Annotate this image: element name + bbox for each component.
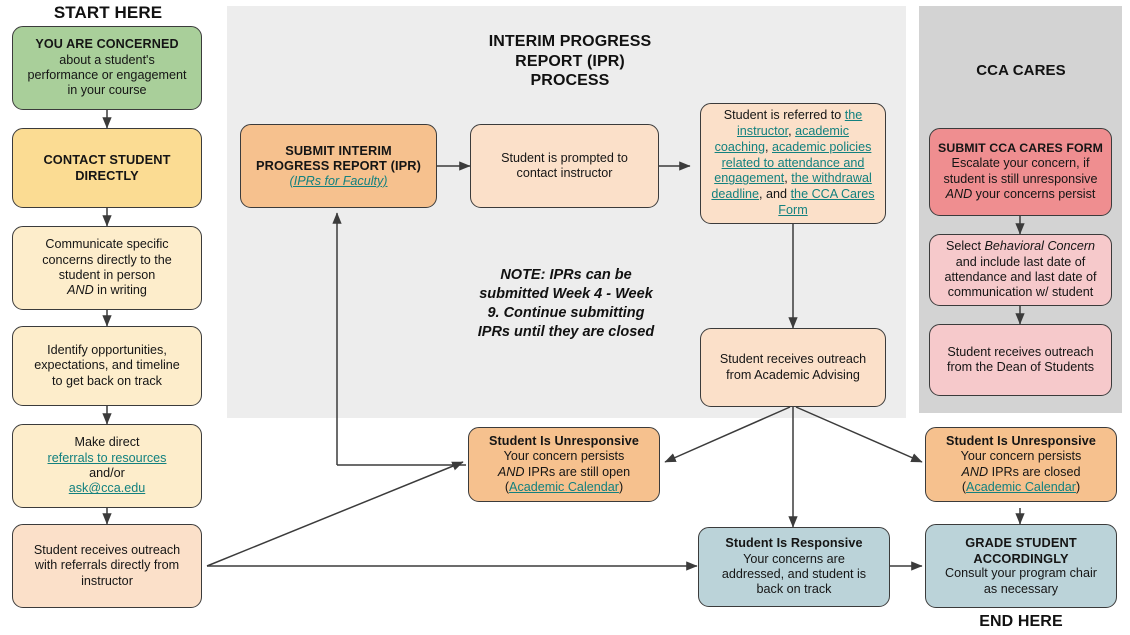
end-here-label: END HERE (979, 613, 1063, 630)
node-line: Communicate specific (45, 237, 169, 252)
ipr-title-line-1: INTERIM PROGRESS (488, 33, 652, 50)
node-head: Student Is Unresponsive (489, 433, 639, 448)
node-submit-cca-cares-form[interactable]: SUBMIT CCA CARES FORM Escalate your conc… (929, 128, 1112, 216)
node-outreach-academic-advising[interactable]: Student receives outreach from Academic … (700, 328, 886, 407)
node-outreach-dean-of-students[interactable]: Student receives outreach from the Dean … (929, 324, 1112, 396)
node-line: communication w/ student (947, 285, 1094, 300)
ipr-title-line-3: PROCESS (530, 72, 610, 90)
link-referrals-to-resources[interactable]: referrals to resources (47, 450, 167, 465)
node-line: with referrals directly from (34, 558, 180, 573)
node-identify-opportunities[interactable]: Identify opportunities, expectations, an… (12, 326, 202, 406)
sep: , (765, 139, 772, 154)
node-line: (Academic Calendar) (961, 479, 1081, 494)
node-student-unresponsive-iprs-closed[interactable]: Student Is Unresponsive Your concern per… (925, 427, 1117, 502)
node-line: Your concern persists (960, 449, 1082, 464)
node-line: Student is prompted to (501, 150, 628, 165)
node-head: CONTACT STUDENT (43, 152, 171, 168)
node-line: student in person (58, 268, 156, 282)
node-line: Your concerns are (743, 551, 845, 566)
node-line: (Academic Calendar) (504, 479, 624, 494)
node-head: DIRECTLY (75, 168, 139, 183)
node-outreach-from-instructor[interactable]: Student receives outreach with referrals… (12, 524, 202, 608)
node-select-behavioral-concern[interactable]: Select Behavioral Concern and include la… (929, 234, 1112, 306)
node-grade-student-accordingly[interactable]: GRADE STUDENT ACCORDINGLY Consult your p… (925, 524, 1117, 608)
sep: , and (759, 187, 791, 202)
node-line: contact instructor (516, 166, 613, 180)
node-line: and/or (89, 466, 125, 480)
node-you-are-concerned[interactable]: YOU ARE CONCERNED about a student's perf… (12, 26, 202, 110)
node-communicate-concerns[interactable]: Communicate specific concerns directly t… (12, 226, 202, 310)
node-line: Identify opportunities, (47, 342, 167, 357)
node-line: back on track (756, 582, 832, 597)
link-cca-cares-form[interactable]: the CCA Cares Form (778, 187, 875, 218)
node-line: AND your concerns persist (945, 187, 1096, 202)
node-line: as necessary (983, 581, 1059, 596)
node-line: expectations, and timeline (34, 358, 180, 373)
node-line: AND IPRs are still open (497, 464, 631, 479)
link-the-instructor[interactable]: the instructor (736, 108, 863, 138)
node-line: from Academic Advising (726, 367, 860, 382)
link-academic-calendar[interactable]: Academic Calendar (966, 479, 1076, 494)
node-contact-student-directly[interactable]: CONTACT STUDENT DIRECTLY (12, 128, 202, 208)
ipr-note-text: NOTE: IPRs can be submitted Week 4 - Wee… (476, 266, 656, 343)
node-line: Select Behavioral Concern (945, 239, 1096, 254)
node-rich-text: Student is referred to the instructor, a… (709, 108, 877, 219)
node-line: in your course (67, 83, 147, 98)
link-academic-policies[interactable]: academic policies related to attendance … (714, 139, 872, 186)
node-student-unresponsive-iprs-open[interactable]: Student Is Unresponsive Your concern per… (468, 427, 660, 502)
node-line: Student receives outreach (947, 344, 1094, 359)
node-student-responsive[interactable]: Student Is Responsive Your concerns are … (698, 527, 890, 607)
ipr-process-title: INTERIM PROGRESS REPORT (IPR) PROCESS (430, 32, 710, 91)
node-head: ACCORDINGLY (973, 550, 1069, 566)
node-line: concerns directly to the (42, 252, 172, 267)
link-academic-calendar[interactable]: Academic Calendar (509, 479, 619, 494)
node-line: Your concern persists (503, 449, 625, 464)
node-line: performance or engagement (27, 68, 187, 82)
node-line: instructor (81, 573, 133, 588)
node-line: and include last date of (955, 254, 1086, 269)
node-line: to get back on track (52, 373, 162, 388)
link-withdrawal-deadline[interactable]: the withdrawal deadline (711, 171, 872, 202)
node-line: about a student's (59, 52, 155, 67)
node-head: SUBMIT INTERIM (285, 142, 392, 158)
node-line: Make direct (74, 435, 140, 450)
link-ask-cca-edu[interactable]: ask@cca.edu (68, 481, 146, 496)
node-line: attendance and last date of (944, 270, 1097, 284)
node-line: Student receives outreach (719, 352, 867, 367)
note-body: NOTE: IPRs can be submitted Week 4 - Wee… (477, 267, 655, 341)
node-line: Consult your program chair (945, 566, 1097, 581)
node-head: Student Is Unresponsive (946, 433, 1096, 448)
sep: , (788, 123, 796, 138)
node-make-direct-referrals[interactable]: Make direct referrals to resources and/o… (12, 424, 202, 508)
node-head: SUBMIT CCA CARES FORM (938, 141, 1103, 156)
node-line: Student receives outreach (33, 542, 181, 557)
referred-lead: Student is referred to (723, 108, 845, 122)
node-head: GRADE STUDENT (965, 535, 1077, 551)
node-head: YOU ARE CONCERNED (35, 37, 179, 52)
node-line: student is still unresponsive (943, 171, 1098, 186)
node-line: from the Dean of Students (946, 360, 1094, 374)
cca-cares-title: CCA CARES (976, 62, 1066, 79)
node-student-referred-to-resources[interactable]: Student is referred to the instructor, a… (700, 103, 886, 224)
node-student-prompted-contact-instructor[interactable]: Student is prompted to contact instructo… (470, 124, 659, 208)
node-line: addressed, and student is (721, 567, 867, 581)
node-line: AND in writing (67, 283, 147, 298)
start-here-label: START HERE (53, 3, 163, 22)
node-line: AND IPRs are closed (961, 464, 1081, 479)
ipr-title-line-2: REPORT (IPR) (515, 52, 625, 70)
sep: , (784, 171, 792, 186)
node-head: Student Is Responsive (725, 536, 863, 551)
node-submit-interim-progress-report[interactable]: SUBMIT INTERIM PROGRESS REPORT (IPR) (IP… (240, 124, 437, 208)
link-academic-coaching[interactable]: academic coaching (714, 123, 849, 154)
link-iprs-for-faculty[interactable]: (IPRs for Faculty) (289, 173, 388, 188)
node-line: Escalate your concern, if (951, 156, 1090, 171)
node-head: PROGRESS REPORT (IPR) (256, 158, 421, 174)
